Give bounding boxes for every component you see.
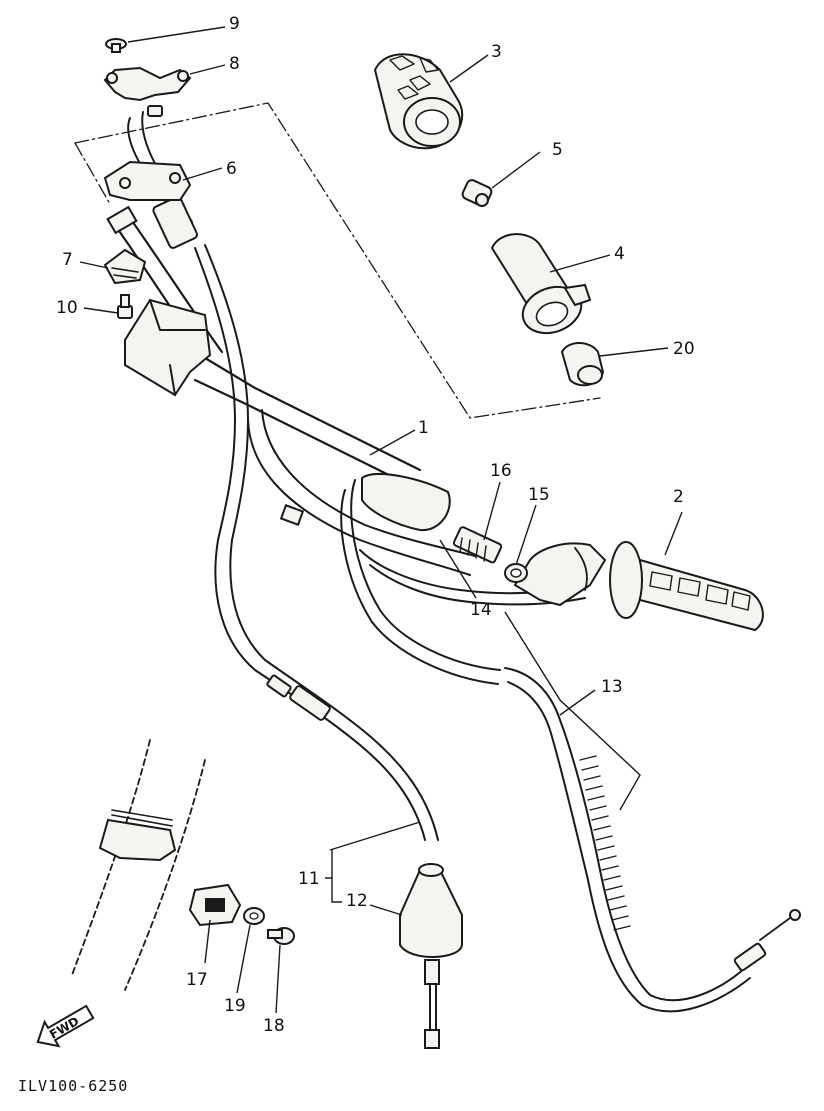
fork-tube (71, 739, 206, 991)
collar-5 (461, 179, 493, 207)
callout-18: 18 (263, 1016, 285, 1036)
clutch-lever-holder (124, 298, 212, 397)
cable-end-fitting (147, 105, 163, 117)
callout-15: 15 (528, 485, 550, 505)
callout-5: 5 (552, 140, 563, 160)
callout-3: 3 (491, 42, 502, 62)
cable-boot (361, 472, 451, 532)
lever-perch-right (513, 542, 607, 607)
screw-9 (105, 38, 127, 53)
lever-bracket-7 (103, 248, 147, 285)
leader-lines (79, 26, 683, 1014)
throttle-tube-4 (490, 233, 592, 335)
callout-20: 20 (673, 339, 695, 359)
callout-7: 7 (62, 250, 73, 270)
callout-13: 13 (601, 677, 623, 697)
grip-2 (609, 541, 764, 632)
washer-19 (243, 907, 265, 925)
callout-16: 16 (490, 461, 512, 481)
assembly-boundary-upper (74, 102, 601, 419)
callout-6: 6 (226, 159, 237, 179)
callout-10: 10 (56, 298, 78, 318)
callout-12: 12 (346, 891, 368, 911)
callout-19: 19 (224, 996, 246, 1016)
callout-2: 2 (673, 487, 684, 507)
fwd-arrow-icon: FWD (36, 1004, 95, 1048)
cable-guide-17 (188, 883, 242, 927)
cable-13 (340, 479, 801, 1013)
throttle-housing-6 (103, 160, 192, 201)
ring-15 (504, 563, 528, 583)
callout-9: 9 (229, 14, 240, 34)
callout-8: 8 (229, 54, 240, 74)
callout-1: 1 (418, 418, 429, 438)
callout-11: 11 (298, 869, 320, 889)
callout-14: 14 (470, 600, 492, 620)
throttle-cable-lower (214, 539, 439, 841)
grip-3 (373, 53, 464, 150)
figure-code: ILV100-6250 (18, 1077, 129, 1095)
bolt-10 (117, 294, 133, 319)
adjuster-16 (452, 526, 503, 564)
sleeve-20 (560, 342, 605, 387)
cap-12 (399, 863, 463, 1049)
bolt-18 (267, 927, 295, 945)
callout-17: 17 (186, 970, 208, 990)
callout-4: 4 (614, 244, 625, 264)
housing-cover-8 (103, 66, 192, 102)
